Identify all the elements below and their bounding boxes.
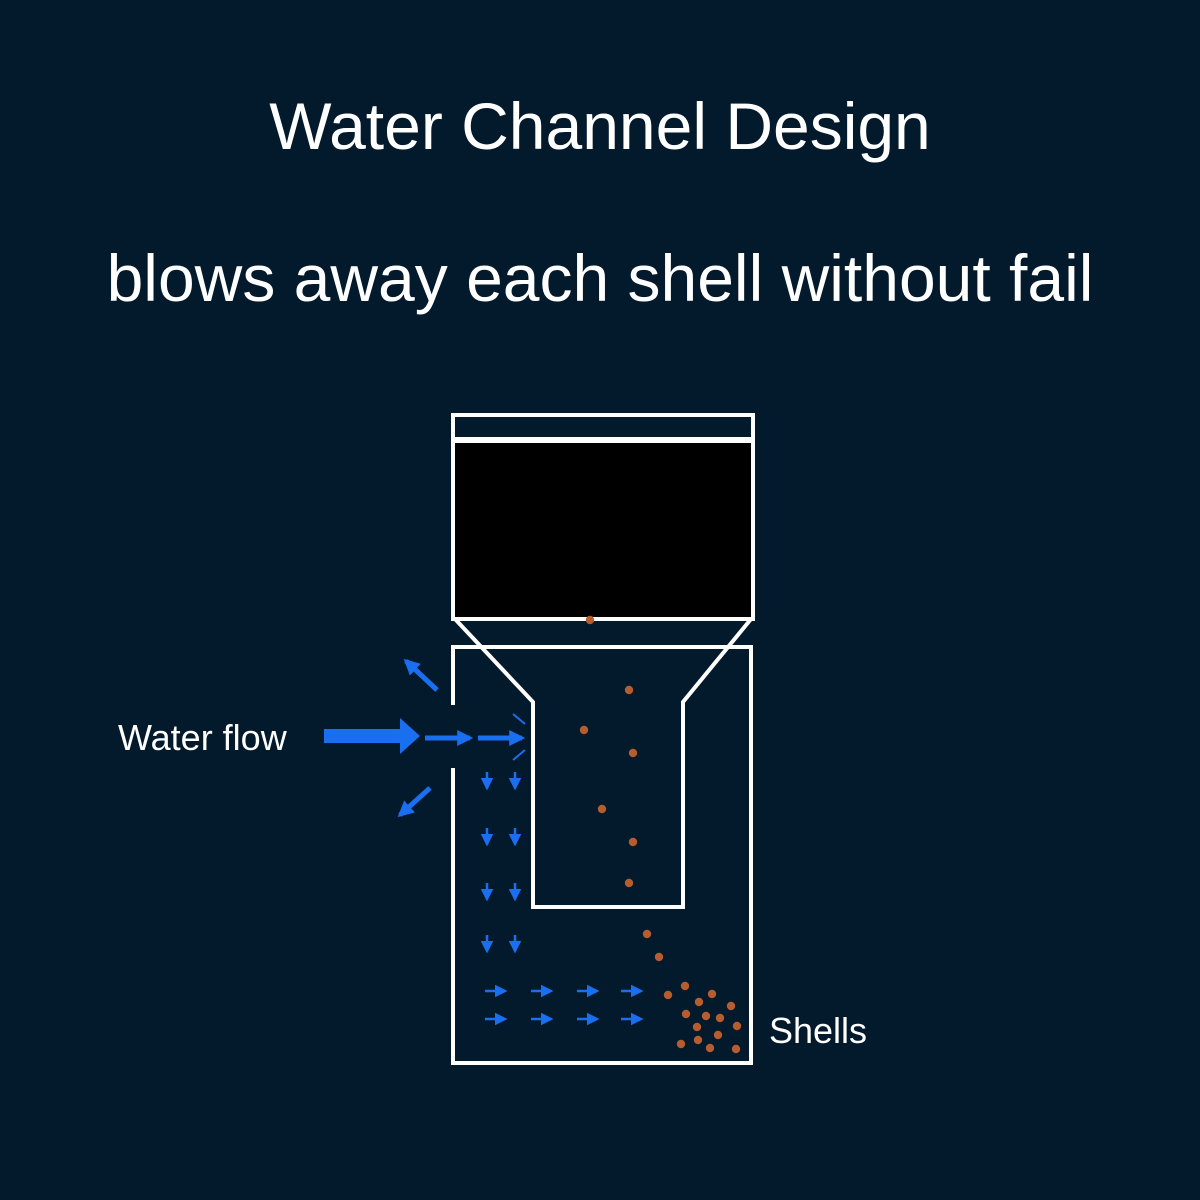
shell bbox=[694, 997, 704, 1007]
upper-chamber bbox=[451, 439, 755, 621]
shell-particles bbox=[579, 615, 742, 1054]
shell bbox=[726, 1001, 736, 1011]
shell bbox=[681, 1009, 691, 1019]
page-subtitle: blows away each shell without fail bbox=[106, 241, 1094, 315]
bottom-flow-arrows bbox=[485, 984, 644, 1026]
shell bbox=[579, 725, 589, 735]
shell bbox=[732, 1021, 742, 1031]
shell bbox=[715, 1013, 725, 1023]
shell bbox=[680, 981, 690, 991]
shell bbox=[642, 929, 652, 939]
shells-label: Shells bbox=[769, 1010, 867, 1051]
shell bbox=[597, 804, 607, 814]
shell bbox=[628, 837, 638, 847]
shell bbox=[585, 615, 595, 625]
shell bbox=[713, 1030, 723, 1040]
shell bbox=[663, 990, 673, 1000]
shell bbox=[705, 1043, 715, 1053]
shell bbox=[654, 952, 664, 962]
shell bbox=[676, 1039, 686, 1049]
water-arrow bbox=[512, 713, 526, 725]
water-arrow bbox=[397, 786, 432, 818]
shell bbox=[624, 878, 634, 888]
water-flow-label: Water flow bbox=[118, 717, 288, 758]
shell bbox=[624, 685, 634, 695]
shell bbox=[731, 1044, 741, 1054]
water-arrow bbox=[512, 749, 526, 761]
top-cap bbox=[451, 413, 755, 441]
water-inlet-arrow bbox=[324, 718, 420, 754]
shell bbox=[693, 1035, 703, 1045]
shell bbox=[628, 748, 638, 758]
shell bbox=[692, 1022, 702, 1032]
water-arrow bbox=[403, 658, 439, 692]
downward-flow-arrows bbox=[480, 772, 522, 954]
outer-housing bbox=[451, 645, 753, 1065]
page-title: Water Channel Design bbox=[269, 89, 931, 163]
shell bbox=[707, 989, 717, 999]
inner-funnel bbox=[453, 617, 753, 909]
shell bbox=[701, 1011, 711, 1021]
